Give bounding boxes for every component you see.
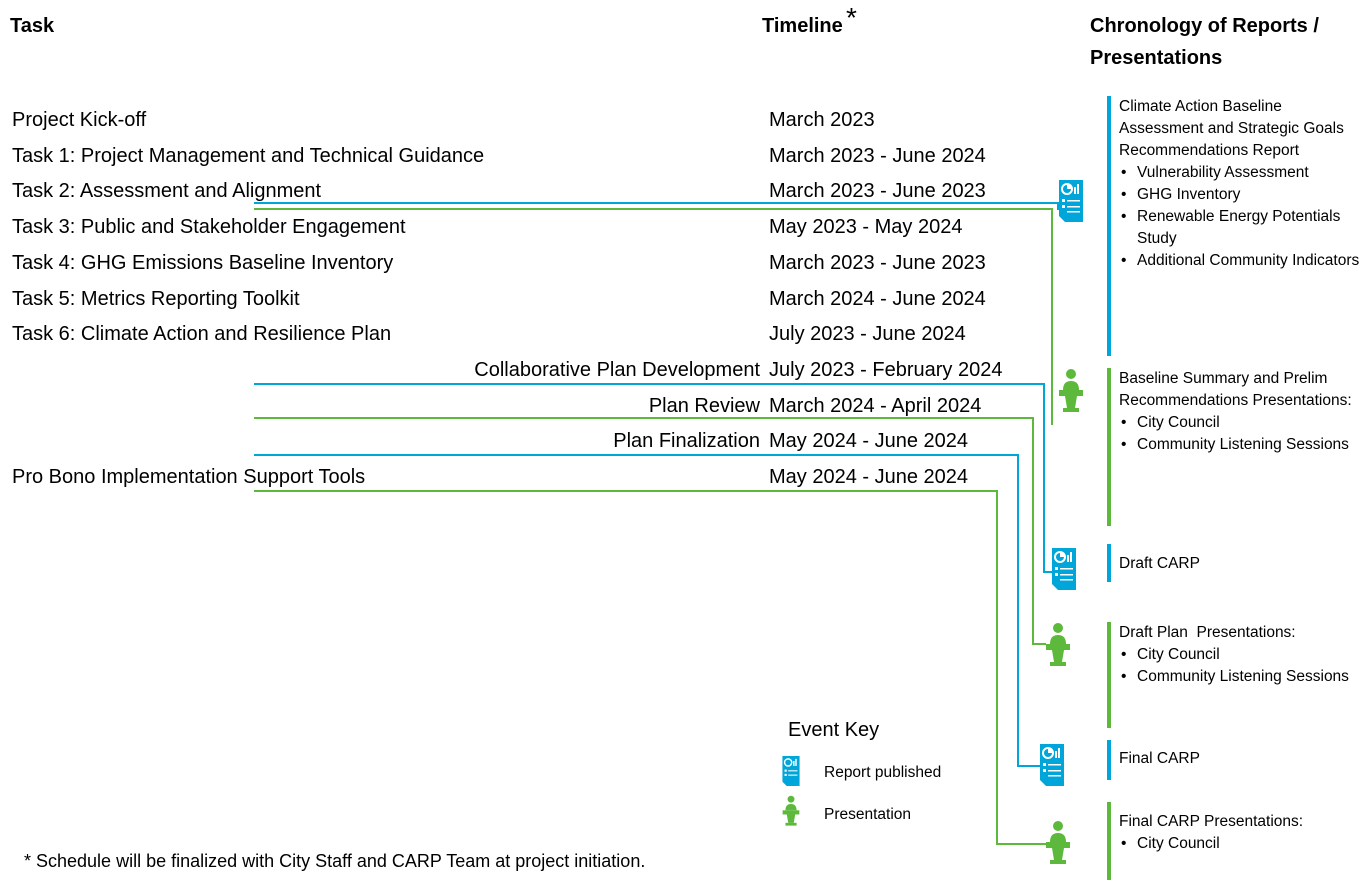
timeline-value: May 2024 - June 2024: [769, 466, 969, 488]
timeline-value: March 2023 - June 2023: [769, 252, 986, 274]
report-document-icon: [782, 756, 800, 786]
timeline-column-header: Timeline: [762, 15, 843, 37]
report-document-icon: [1052, 548, 1076, 590]
connector-presentation-1: [254, 208, 1053, 425]
event-item: Community Listening Sessions: [1119, 434, 1369, 456]
presenter-podium-icon: [1046, 623, 1070, 666]
event-item: Community Listening Sessions: [1119, 666, 1369, 688]
subtask-label: Plan Review: [648, 395, 760, 417]
event-bar-report: [1107, 544, 1111, 582]
timeline-value: May 2024 - June 2024: [769, 430, 969, 452]
event-bar-report: [1107, 740, 1111, 780]
timeline-value: July 2023 - June 2024: [769, 323, 966, 345]
event-entry: Draft CARP: [1119, 553, 1369, 575]
event-title: Draft Plan Presentations:: [1119, 624, 1296, 641]
event-entry: Final CARP Presentations: City Council: [1119, 811, 1369, 855]
report-document-icon: [1059, 180, 1083, 222]
event-item: City Council: [1119, 644, 1369, 666]
event-bar-presentation: [1107, 368, 1111, 526]
event-key-report-label: Report published: [824, 764, 942, 781]
timeline-value: March 2023: [769, 109, 875, 131]
subtask-label: Collaborative Plan Development: [474, 359, 760, 381]
event-title: Baseline Summary and Prelim Recommendati…: [1119, 370, 1352, 409]
event-bar-presentation: [1107, 802, 1111, 880]
task-label: Task 5: Metrics Reporting Toolkit: [12, 288, 300, 310]
connector-report-1: [254, 202, 1059, 210]
task-label: Pro Bono Implementation Support Tools: [12, 466, 366, 488]
presenter-podium-icon: [1046, 821, 1070, 864]
event-title: Draft CARP: [1119, 555, 1200, 572]
timeline-value: March 2023 - June 2023: [769, 180, 986, 202]
task-label: Project Kick-off: [12, 109, 147, 131]
event-entry: Final CARP: [1119, 748, 1369, 770]
connector-report-3: [254, 454, 1040, 767]
event-entry: Baseline Summary and Prelim Recommendati…: [1119, 368, 1369, 456]
event-item: Vulnerability Assessment: [1119, 162, 1369, 184]
presenter-podium-icon: [1059, 369, 1083, 412]
timeline-value: July 2023 - February 2024: [769, 359, 1003, 381]
chronology-column-header: Chronology of Reports / Presentations: [1090, 15, 1319, 69]
event-key-presentation-label: Presentation: [824, 806, 912, 823]
event-item: City Council: [1119, 412, 1369, 434]
event-title: Climate Action Baseline Assessment and S…: [1119, 98, 1344, 159]
subtask-label: Plan Finalization: [613, 430, 760, 452]
event-bar-presentation: [1107, 622, 1111, 728]
event-title: Final CARP Presentations:: [1119, 813, 1304, 830]
connector-presentation-3: [254, 490, 1046, 845]
task-label: Task 4: GHG Emissions Baseline Inventory: [12, 252, 394, 274]
timeline-asterisk: *: [846, 2, 857, 33]
event-item: GHG Inventory: [1119, 184, 1369, 206]
timeline-value: March 2024 - April 2024: [769, 395, 982, 417]
connector-presentation-2: [254, 417, 1046, 645]
event-key-title: Event Key: [788, 719, 880, 741]
event-item: Additional Community Indicators: [1119, 250, 1369, 272]
task-label: Task 2: Assessment and Alignment: [12, 180, 322, 202]
report-document-icon: [1040, 744, 1064, 786]
event-entry: Climate Action Baseline Assessment and S…: [1119, 96, 1369, 272]
event-item: Renewable Energy Potentials Study: [1119, 206, 1369, 250]
event-entry: Draft Plan Presentations: City Council C…: [1119, 622, 1369, 688]
event-item: City Council: [1119, 833, 1369, 855]
timeline-value: March 2024 - June 2024: [769, 288, 986, 310]
task-label: Task 3: Public and Stakeholder Engagemen…: [12, 216, 406, 238]
timeline-value: March 2023 - June 2024: [769, 145, 986, 167]
connector-report-2: [254, 383, 1052, 573]
presenter-podium-icon: [782, 795, 800, 826]
task-label: Task 6: Climate Action and Resilience Pl…: [12, 323, 392, 345]
footnote: * Schedule will be finalized with City S…: [24, 851, 646, 871]
task-column-header: Task: [10, 15, 55, 37]
task-label: Task 1: Project Management and Technical…: [12, 145, 485, 167]
event-bar-report: [1107, 96, 1111, 356]
timeline-value: May 2023 - May 2024: [769, 216, 963, 238]
event-title: Final CARP: [1119, 750, 1200, 767]
